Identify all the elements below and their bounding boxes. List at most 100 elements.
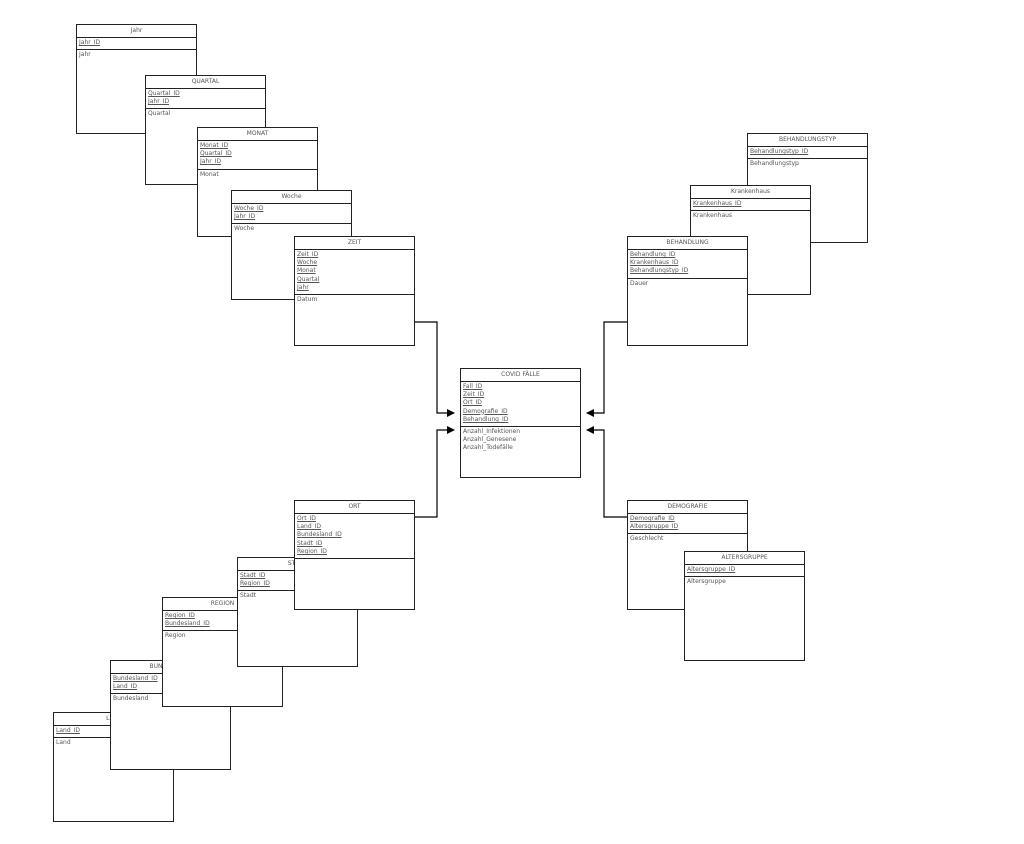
attribute-section: Geschlecht xyxy=(628,534,747,544)
connector-zeit-covid xyxy=(414,321,455,417)
entity-title: ALTERSGRUPPE xyxy=(685,552,804,565)
key-section: Krankenhaus_ID xyxy=(691,199,810,212)
attribute: Behandlungstyp xyxy=(750,160,799,168)
attribute-section: Krankenhaus xyxy=(691,211,810,221)
key-attribute: Bundesland_ID xyxy=(113,675,158,682)
connector-behandlung-covid xyxy=(586,321,627,417)
key-attribute: Ort_ID xyxy=(297,515,316,522)
key-attribute: Zeit_ID xyxy=(463,391,485,399)
key-attribute: Behandlungstyp_ID xyxy=(750,148,809,155)
key-attribute: Land_ID xyxy=(297,523,322,531)
attribute-section: Land xyxy=(54,738,173,748)
entity-title: ORT xyxy=(295,501,414,514)
key-section: Jahr_ID xyxy=(77,38,196,51)
attribute: Datum xyxy=(297,296,318,304)
key-attribute: Jahr_ID xyxy=(148,98,170,106)
key-attribute: Land_ID xyxy=(56,727,81,734)
entity-title: REGION xyxy=(163,598,282,611)
entity-title: ZEIT xyxy=(295,237,414,250)
key-attribute: Behandlung_ID xyxy=(630,251,676,258)
attribute: Monat xyxy=(200,170,219,178)
key-section: Behandlungstyp_ID xyxy=(748,147,867,160)
attribute-section: Region xyxy=(163,631,282,641)
attribute-section: Altersgruppe xyxy=(685,577,804,587)
key-attribute: Quartal_ID xyxy=(148,90,180,97)
attribute: Krankenhaus xyxy=(693,212,733,220)
attribute-section: Dauer xyxy=(628,279,747,289)
key-section: Altersgruppe_ID xyxy=(685,565,804,578)
connector-ort-covid xyxy=(414,426,455,518)
attribute: Dauer xyxy=(630,279,649,287)
attribute-section: Stadt xyxy=(238,591,357,601)
key-attribute: Ort_ID xyxy=(463,399,482,407)
key-attribute: Fall_ID xyxy=(463,383,483,390)
key-attribute: Behandlungstyp_ID xyxy=(630,267,689,275)
entity-title: DEMOGRAFIE xyxy=(628,501,747,514)
attribute-section: Behandlungstyp xyxy=(748,159,867,169)
attribute-section: Bundesland xyxy=(111,694,230,704)
key-attribute: Land_ID xyxy=(113,683,138,691)
attribute-section: Jahr xyxy=(77,50,196,60)
attribute: Geschlecht xyxy=(630,535,664,543)
attribute: Bundesland xyxy=(113,695,149,703)
key-attribute: Altersgruppe_ID xyxy=(630,523,679,531)
attribute: Altersgruppe xyxy=(687,578,726,586)
entity-title: BEHANDLUNGSTYP xyxy=(748,134,867,147)
attribute: Anzahl_Genesene xyxy=(463,436,517,444)
key-attribute: Bundesland_ID xyxy=(165,620,210,628)
attribute: Anzahl_Infektionen xyxy=(463,428,521,436)
attribute: Land xyxy=(56,739,71,747)
key-attribute: Krankenhaus_ID xyxy=(630,259,679,267)
key-attribute: Quartal_ID xyxy=(200,150,232,158)
key-attribute: Stadt_ID xyxy=(297,539,323,547)
key-attribute: Stadt_ID xyxy=(240,572,266,579)
key-attribute: Krankenhaus_ID xyxy=(693,200,742,207)
key-attribute: Behandlung_ID xyxy=(463,415,509,423)
attribute-section xyxy=(295,559,414,561)
key-attribute: Monat_ID xyxy=(200,142,229,149)
entity-title: Woche xyxy=(232,191,351,204)
entity-title: Jahr xyxy=(77,25,196,38)
entity-title: COVID FÄLLE xyxy=(461,369,580,382)
key-attribute: Jahr xyxy=(297,283,309,291)
attribute-section: Quartal xyxy=(146,109,265,119)
key-attribute: Bundesland_ID xyxy=(297,531,342,539)
attribute-section: Monat xyxy=(198,170,317,180)
key-attribute: Region_ID xyxy=(240,580,270,588)
entity-title: BEHANDLUNG xyxy=(628,237,747,250)
key-attribute: Demografie_ID xyxy=(463,407,508,415)
key-attribute: Jahr_ID xyxy=(79,39,101,46)
key-attribute: Jahr_ID xyxy=(234,213,256,221)
key-attribute: Monat xyxy=(297,267,316,275)
key-attribute: Region_ID xyxy=(297,547,327,555)
key-attribute: Woche xyxy=(297,259,318,267)
attribute-section: Woche xyxy=(232,224,351,234)
key-attribute: Zeit_ID xyxy=(297,251,319,258)
attribute: Anzahl_Todefälle xyxy=(463,444,513,452)
attribute-section: Datum xyxy=(295,295,414,305)
entity-title: QUARTAL xyxy=(146,76,265,89)
key-attribute: Quartal xyxy=(297,275,320,283)
key-attribute: Demografie_ID xyxy=(630,515,675,522)
attribute: Woche xyxy=(234,225,255,233)
key-attribute: Jahr_ID xyxy=(200,158,222,166)
connector-demografie-covid xyxy=(586,426,627,518)
entity-title: MONAT xyxy=(198,128,317,141)
